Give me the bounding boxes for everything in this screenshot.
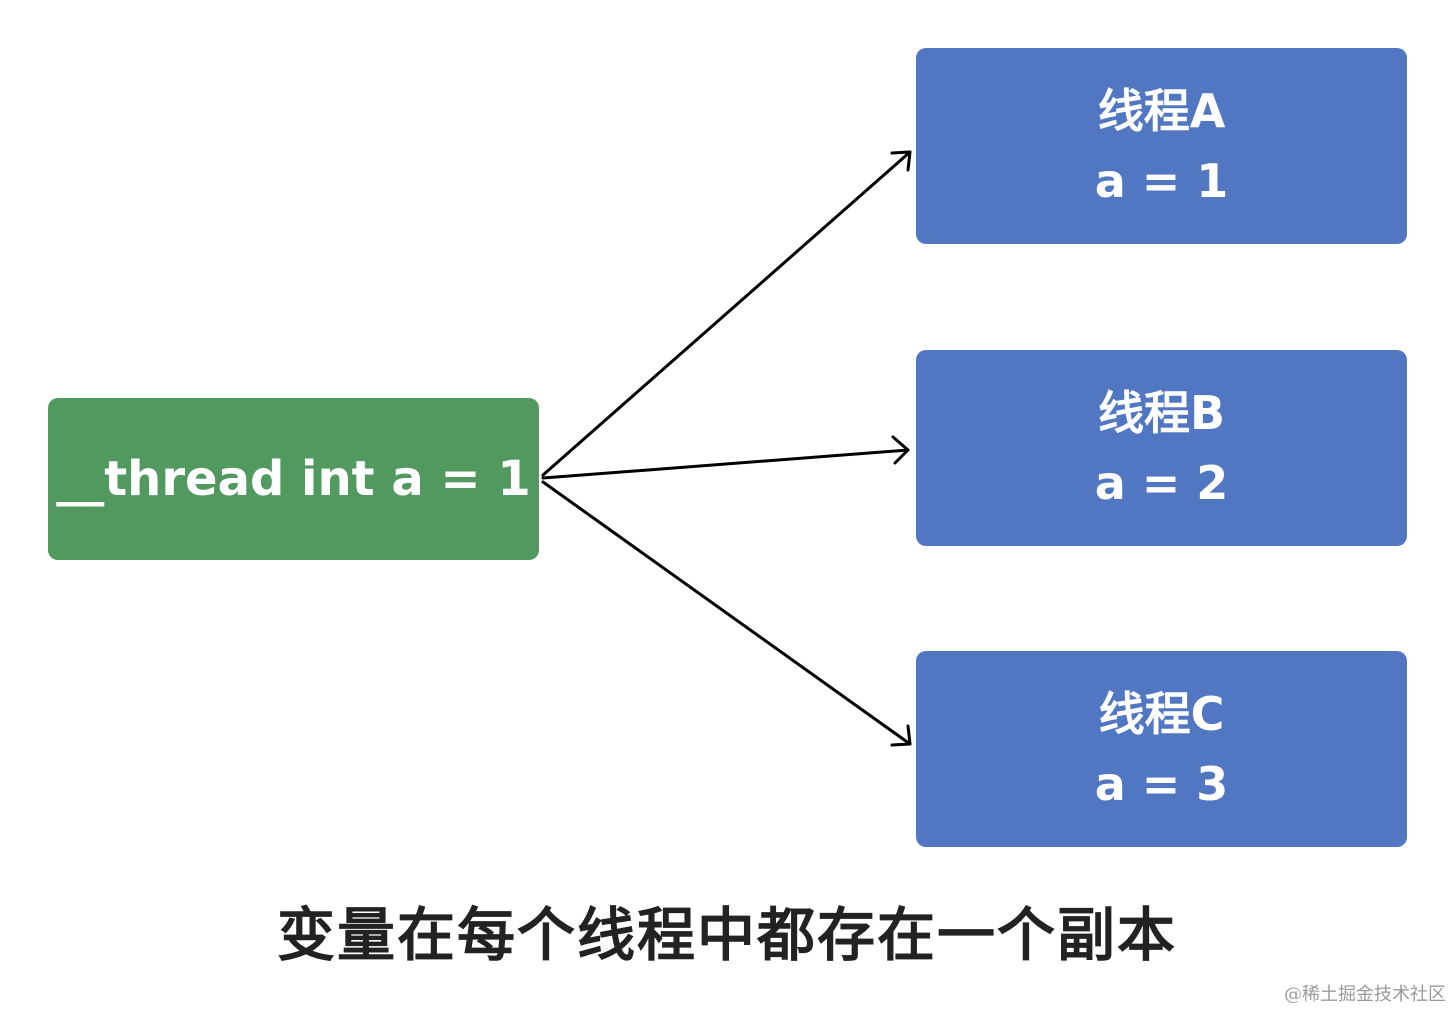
thread-local-variable-box: __thread int a = 1 xyxy=(48,398,539,560)
arrowhead-thread-a xyxy=(890,150,912,172)
thread-b-box: 线程B a = 2 xyxy=(916,350,1407,546)
thread-a-box: 线程A a = 1 xyxy=(916,48,1407,244)
arrow-to-thread-b xyxy=(541,448,910,480)
arrowhead-thread-c xyxy=(890,724,912,747)
arrow-to-thread-c xyxy=(541,480,912,746)
diagram-caption: 变量在每个线程中都存在一个副本 xyxy=(276,901,1177,969)
thread-b-value: a = 2 xyxy=(1094,456,1229,510)
arrowhead-thread-b xyxy=(891,435,910,465)
thread-a-value: a = 1 xyxy=(1094,154,1229,208)
thread-b-name: 线程B xyxy=(1097,386,1226,440)
thread-local-variable-label: __thread int a = 1 xyxy=(56,451,531,507)
watermark: @稀土掘金技术社区 xyxy=(1284,984,1446,1005)
thread-c-name: 线程C xyxy=(1098,687,1225,741)
thread-c-value: a = 3 xyxy=(1094,757,1229,811)
thread-c-box: 线程C a = 3 xyxy=(916,651,1407,847)
thread-a-name: 线程A xyxy=(1097,84,1226,138)
arrow-to-thread-a xyxy=(541,150,912,477)
